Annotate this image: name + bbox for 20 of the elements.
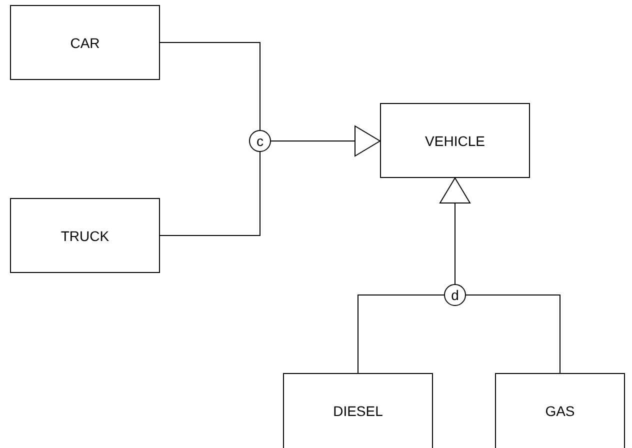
- connector-line: [466, 294, 560, 374]
- entity-box: [495, 373, 625, 448]
- entity-name: DIESEL: [333, 403, 383, 419]
- entity-name: GAS: [545, 403, 575, 419]
- entity-box: [380, 103, 530, 178]
- entity-box: [10, 5, 160, 80]
- entity-name: CAR: [70, 34, 100, 50]
- generalization-arrow: [270, 126, 380, 156]
- circle-label: c: [256, 134, 264, 148]
- connector-circle: [444, 284, 466, 306]
- entity-name: VEHICLE: [425, 132, 485, 148]
- generalization-arrow: [440, 178, 470, 284]
- entity-name: TRUCK: [60, 228, 110, 244]
- circle-label: d: [451, 288, 459, 302]
- connector-line: [160, 152, 260, 236]
- connector-line: [358, 294, 444, 374]
- connector-circle: [249, 130, 271, 152]
- entity-box: [283, 373, 433, 448]
- connector-line: [160, 42, 260, 130]
- entity-box: [10, 198, 160, 273]
